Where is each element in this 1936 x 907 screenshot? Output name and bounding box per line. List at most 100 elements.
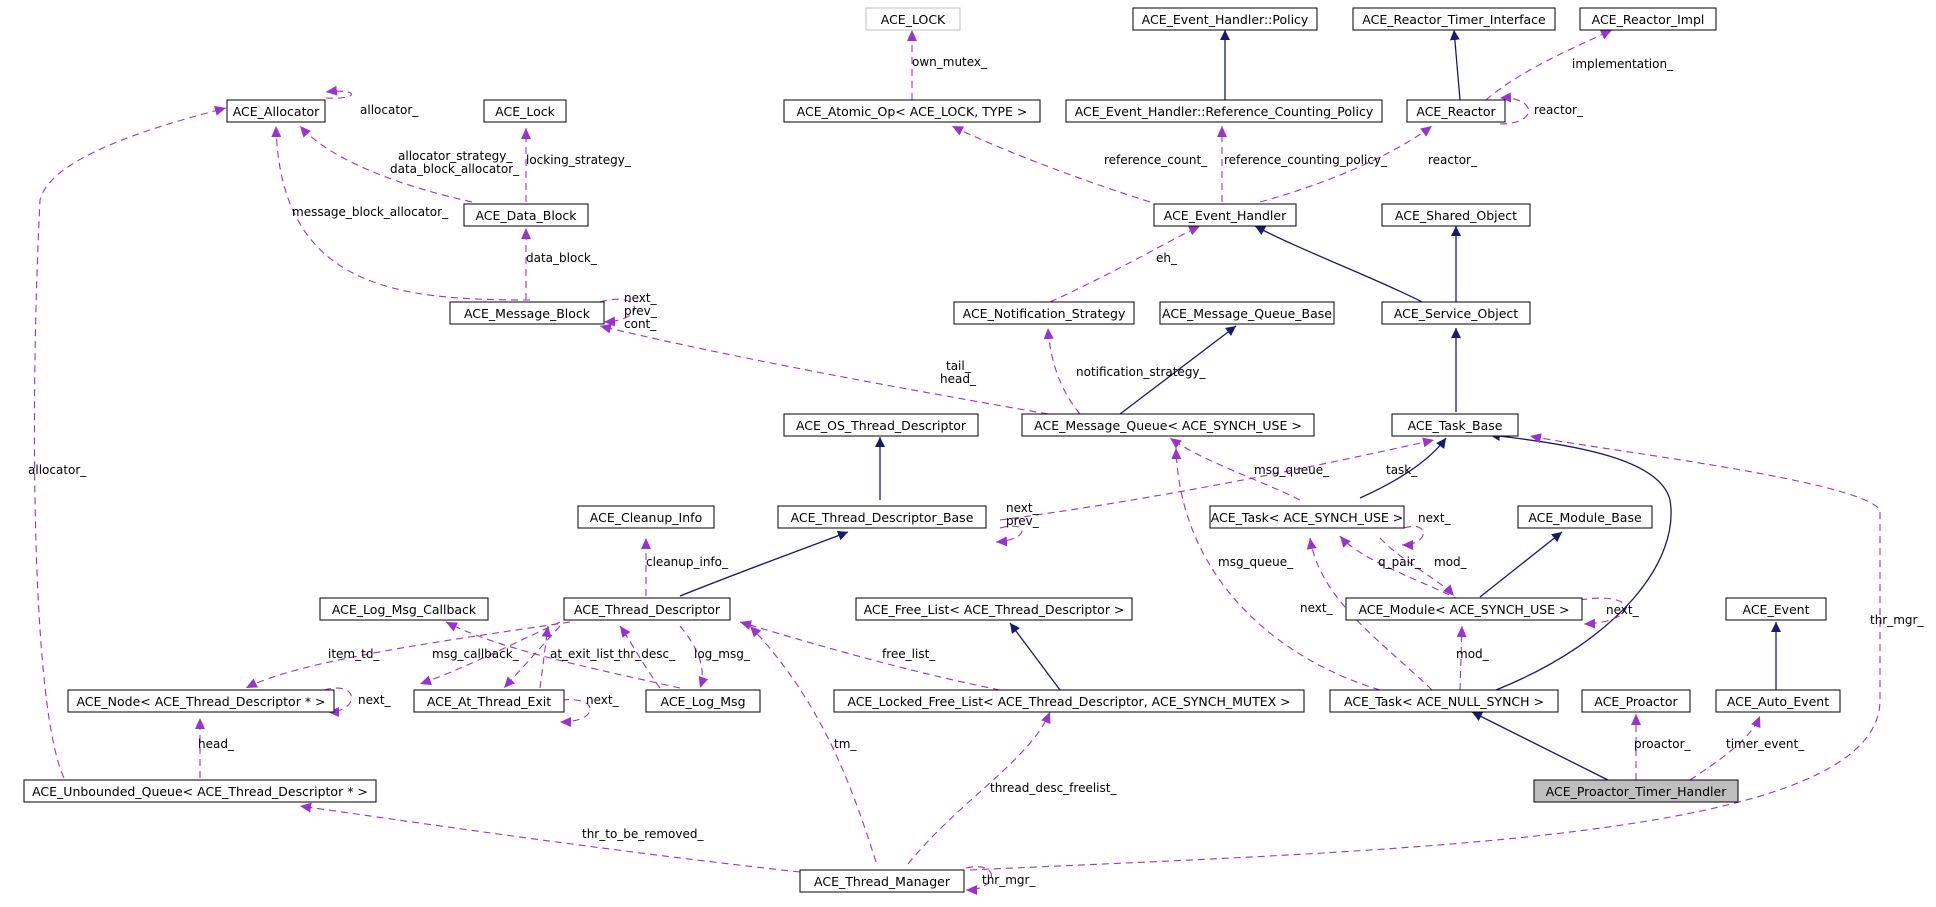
label-msg-queue: msg_queue_ — [1254, 463, 1330, 477]
node-service-object[interactable]: ACE_Service_Object — [1394, 306, 1518, 321]
edge-labels: own_mutex_ implementation_ allocator_ re… — [28, 55, 1924, 887]
node-node-thread-descriptor[interactable]: ACE_Node< ACE_Thread_Descriptor * > — [76, 694, 325, 709]
node-box-lock — [483, 99, 567, 123]
edge-use-td-threadmgr — [749, 625, 877, 863]
label-thr-mgr-right: thr_mgr_ — [1870, 613, 1924, 627]
node-thread-descriptor-base[interactable]: ACE_Thread_Descriptor_Base — [791, 510, 974, 525]
label-module-next: next_ — [1606, 603, 1640, 617]
node-reactor[interactable]: ACE_Reactor — [1416, 104, 1496, 119]
label-locking-strategy: locking_strategy_ — [526, 153, 632, 167]
node-ref-counting-policy[interactable]: ACE_Event_Handler::Reference_Counting_Po… — [1075, 104, 1374, 119]
node-box-proactor — [1581, 689, 1691, 713]
node-box-allocator — [226, 99, 326, 123]
node-box-event — [1725, 597, 1827, 621]
node-proactor[interactable]: ACE_Proactor — [1594, 694, 1678, 709]
node-module-base[interactable]: ACE_Module_Base — [1528, 510, 1642, 525]
node-message-queue[interactable]: ACE_Message_Queue< ACE_SYNCH_USE > — [1034, 418, 1302, 433]
node-box-message-queue — [1021, 413, 1315, 437]
edge-inherit-mqbase-mq — [1119, 325, 1237, 415]
edge-use-allocator-messageblock — [271, 125, 531, 301]
label-node-next: next_ — [358, 693, 392, 707]
edge-use-node-self — [323, 687, 352, 717]
label-tdb-next: next_ — [1006, 501, 1040, 515]
label-tdb-prev: prev_ — [1006, 514, 1040, 528]
node-notification-strategy[interactable]: ACE_Notification_Strategy — [963, 306, 1126, 321]
label-allocator-left: allocator_ — [28, 463, 87, 477]
edge-use-autoevent-timer — [1689, 715, 1761, 781]
node-box-message-block — [449, 301, 605, 325]
node-cleanup-info[interactable]: ACE_Cleanup_Info — [590, 510, 702, 525]
label-msg-callback: msg_callback_ — [432, 647, 520, 661]
node-task-synch-use[interactable]: ACE_Task< ACE_SYNCH_USE > — [1211, 510, 1404, 525]
node-box-free-list — [855, 597, 1133, 621]
edge-use-logcallback-logmsg — [445, 621, 681, 689]
node-free-list[interactable]: ACE_Free_List< ACE_Thread_Descriptor > — [864, 602, 1125, 617]
node-box-cleanup-info — [577, 505, 715, 529]
edge-use-mq-tasknull — [1171, 447, 1381, 691]
node-data-block[interactable]: ACE_Data_Block — [475, 208, 577, 223]
edge-use-lockedfree-threadmgr — [907, 711, 1051, 865]
edge-use-atomic-eventhandler — [951, 125, 1151, 203]
node-box-thread-descriptor — [563, 597, 731, 621]
node-box-at-thread-exit — [413, 689, 565, 713]
label-task-next: next_ — [1418, 511, 1452, 525]
node-box-locked-free-list — [833, 689, 1305, 713]
node-unbounded-queue[interactable]: ACE_Unbounded_Queue< ACE_Thread_Descript… — [32, 784, 368, 799]
edge-inherit-tasknull-timer — [1471, 711, 1609, 781]
node-proactor-timer-handler[interactable]: ACE_Proactor_Timer_Handler — [1546, 784, 1728, 799]
label-timer-event: timer_event_ — [1726, 737, 1805, 751]
edge-inherit-timerinterface-reactor — [1449, 29, 1461, 101]
label-own-mutex: own_mutex_ — [912, 55, 988, 69]
node-ace-lock-type[interactable]: ACE_LOCK — [881, 12, 946, 27]
label-item-td: item_td_ — [328, 647, 380, 661]
node-auto-event[interactable]: ACE_Auto_Event — [1727, 694, 1829, 709]
node-reactor-timer-interface[interactable]: ACE_Reactor_Timer_Interface — [1362, 12, 1546, 27]
label-head-q: head_ — [198, 737, 235, 751]
node-box-thread-descriptor-base — [777, 505, 987, 529]
edge-use-task-self — [1401, 525, 1424, 550]
node-message-block[interactable]: ACE_Message_Block — [464, 306, 591, 321]
label-next-task: next_ — [1300, 601, 1334, 615]
label-free-list: free_list_ — [882, 647, 936, 661]
node-lock[interactable]: ACE_Lock — [495, 104, 555, 119]
label-reference-count: reference_count_ — [1104, 153, 1208, 167]
node-os-thread-descriptor[interactable]: ACE_OS_Thread_Descriptor — [796, 418, 967, 433]
edge-use-module-self — [1579, 597, 1626, 629]
node-event-handler[interactable]: ACE_Event_Handler — [1164, 208, 1287, 223]
label-cleanup-info: cleanup_info_ — [646, 555, 729, 569]
node-module-synch-use[interactable]: ACE_Module< ACE_SYNCH_USE > — [1358, 602, 1569, 617]
edge-use-threadmgr-self — [965, 866, 993, 895]
node-box-task-null-synch — [1329, 689, 1559, 713]
label-mb-prev: prev_ — [624, 304, 658, 318]
node-box-atomic-op — [783, 99, 1041, 123]
node-allocator[interactable]: ACE_Allocator — [233, 104, 320, 119]
edge-use-td-ate-itemtd — [419, 621, 561, 686]
node-event[interactable]: ACE_Event — [1742, 602, 1809, 617]
node-event-handler-policy[interactable]: ACE_Event_Handler::Policy — [1142, 12, 1309, 27]
edge-use-eventhandler-notification — [1049, 225, 1201, 303]
node-box-module-synch-use — [1345, 597, 1583, 621]
node-shared-object[interactable]: ACE_Shared_Object — [1395, 208, 1517, 223]
label-tm: tm_ — [834, 737, 857, 751]
label-reactor: reactor_ — [1428, 153, 1478, 167]
node-log-msg[interactable]: ACE_Log_Msg — [660, 694, 745, 709]
edge-use-allocator-unbounded — [33, 105, 227, 789]
node-box-proactor-timer-handler — [1533, 779, 1739, 803]
node-message-queue-base[interactable]: ACE_Message_Queue_Base — [1162, 306, 1332, 321]
node-reactor-impl[interactable]: ACE_Reactor_Impl — [1592, 12, 1705, 27]
node-task-null-synch[interactable]: ACE_Task< ACE_NULL_SYNCH > — [1344, 694, 1544, 709]
edge-inherit-eventhandler-serviceobject — [1254, 225, 1423, 303]
node-log-msg-callback[interactable]: ACE_Log_Msg_Callback — [332, 602, 477, 617]
node-task-base[interactable]: ACE_Task_Base — [1408, 418, 1503, 433]
node-locked-free-list[interactable]: ACE_Locked_Free_List< ACE_Thread_Descrip… — [847, 694, 1290, 709]
node-thread-descriptor[interactable]: ACE_Thread_Descriptor — [574, 602, 721, 617]
node-thread-manager[interactable]: ACE_Thread_Manager — [814, 874, 951, 889]
node-box-reactor-timer-interface — [1352, 7, 1556, 31]
edge-inherit-freelist-locked — [1009, 622, 1061, 691]
label-reference-counting-policy: reference_counting_policy_ — [1224, 153, 1388, 167]
node-atomic-op[interactable]: ACE_Atomic_Op< ACE_LOCK, TYPE > — [797, 104, 1028, 119]
edge-use-module-task — [1379, 537, 1455, 597]
node-at-thread-exit[interactable]: ACE_At_Thread_Exit — [427, 694, 551, 709]
label-notification-strategy: notification_strategy_ — [1076, 365, 1207, 379]
label-message-block-allocator: message_block_allocator_ — [292, 205, 449, 219]
